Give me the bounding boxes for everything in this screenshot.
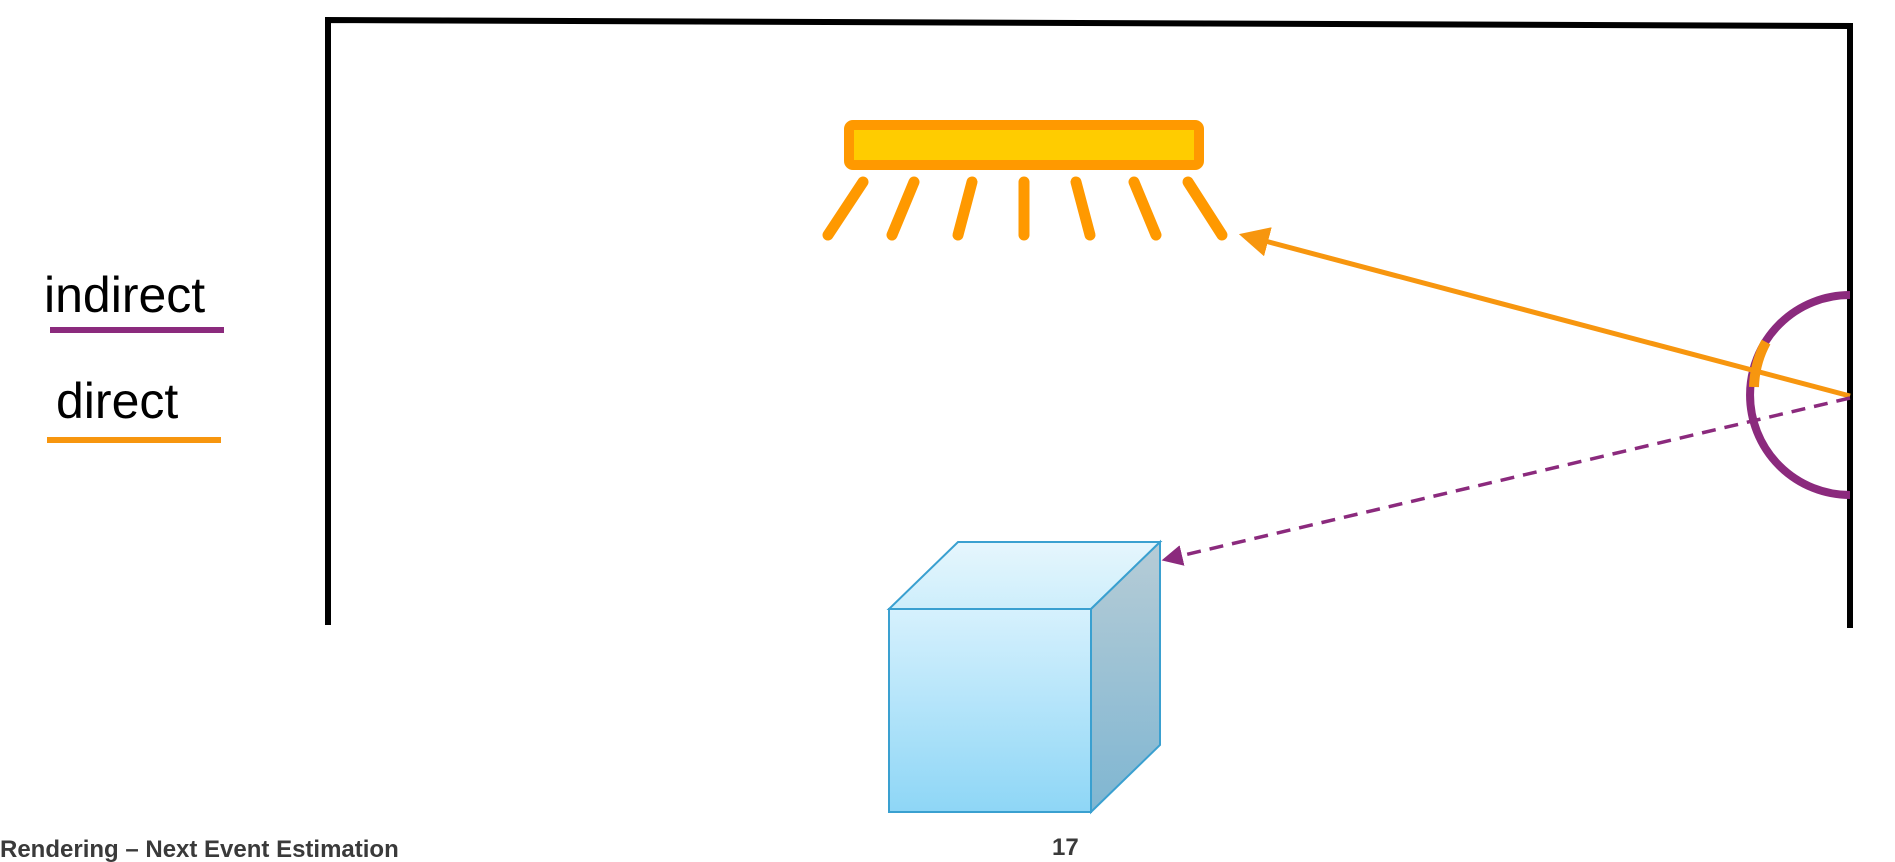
area-light (844, 120, 1204, 170)
page-number: 17 (1052, 834, 1079, 861)
room-walls (325, 16, 1853, 628)
hemisphere-direct-segment (1749, 339, 1771, 388)
legend-direct-line (47, 437, 221, 443)
light-rays (822, 176, 1228, 241)
hemisphere (1746, 291, 1851, 499)
cube (886, 539, 1163, 815)
legend-indirect-line (50, 327, 224, 333)
legend-indirect-label: indirect (44, 267, 206, 323)
indirect-ray (1161, 396, 1851, 566)
footer-title: Rendering – Next Event Estimation (0, 836, 399, 862)
direct-ray (1238, 227, 1851, 399)
legend-direct-label: direct (56, 373, 179, 429)
